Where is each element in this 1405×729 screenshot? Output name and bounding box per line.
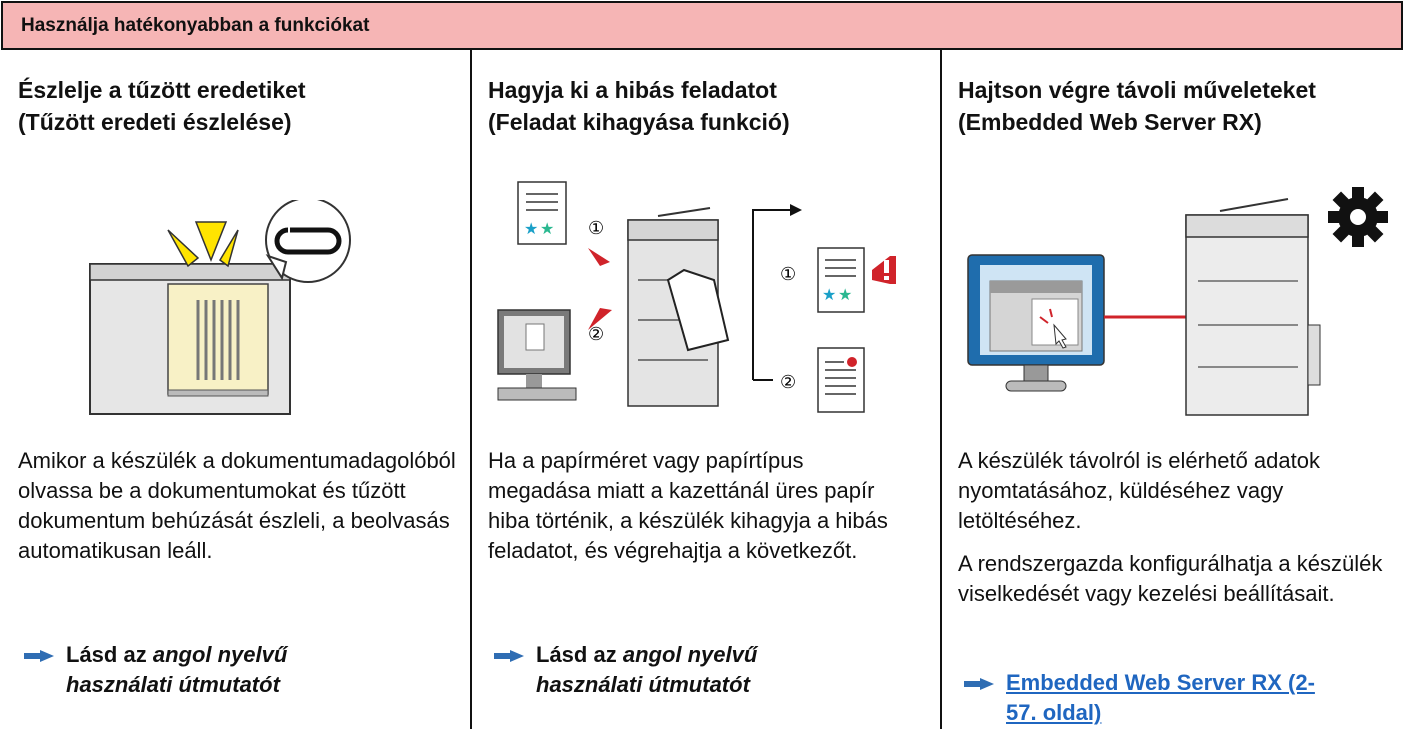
column-divider — [940, 50, 942, 729]
svg-text:★: ★ — [822, 285, 836, 304]
column-body: A készülék távolról is elérhető adatok n… — [958, 448, 1383, 606]
svg-text:★: ★ — [540, 219, 554, 238]
column-title: Hagyja ki a hibás feladatot (Feladat kih… — [488, 77, 790, 135]
column-body: Amikor a készülék a dokumentumadagolóból… — [18, 448, 456, 563]
arrow-right-icon — [964, 678, 994, 690]
reference-note: Lásd az angol nyelvű használati útmutató… — [488, 640, 757, 700]
svg-text:①: ① — [780, 264, 796, 285]
svg-text:②: ② — [588, 324, 604, 345]
job-skip-illustration: ★ ★ ① ② ① — [497, 181, 896, 413]
svg-text:★: ★ — [524, 219, 538, 238]
column-job-skip: Hagyja ki a hibás feladatot (Feladat kih… — [488, 50, 928, 729]
arrow-right-icon — [494, 650, 524, 662]
svg-text:②: ② — [780, 372, 796, 393]
remote-operations-illustration — [967, 187, 1388, 416]
embedded-web-server-link[interactable]: Embedded Web Server RX (2- 57. oldal) — [958, 668, 1315, 728]
column-remote-operations: Hajtson végre távoli műveleteket (Embedd… — [958, 50, 1398, 729]
section-header: Használja hatékonyabban a funkciókat — [1, 1, 1403, 50]
staple-detection-illustration — [89, 200, 351, 415]
column-title: Észlelje a tűzött eredetiket (Tűzött ere… — [18, 77, 306, 135]
column-divider — [470, 50, 472, 729]
column-body: Ha a papírméret vagy papírtípus megadása… — [488, 448, 888, 563]
section-title: Használja hatékonyabban a funkciókat — [21, 15, 370, 36]
svg-text:①: ① — [588, 218, 604, 239]
embedded-web-server-link-text[interactable]: Embedded Web Server RX (2- 57. oldal) — [1006, 670, 1315, 725]
svg-text:★: ★ — [838, 285, 852, 304]
column-staple-detection: Észlelje a tűzött eredetiket (Tűzött ere… — [18, 50, 458, 729]
arrow-right-icon — [24, 650, 54, 662]
column-title: Hajtson végre távoli műveleteket (Embedd… — [958, 77, 1316, 135]
reference-note: Lásd az angol nyelvű használati útmutató… — [18, 640, 287, 700]
